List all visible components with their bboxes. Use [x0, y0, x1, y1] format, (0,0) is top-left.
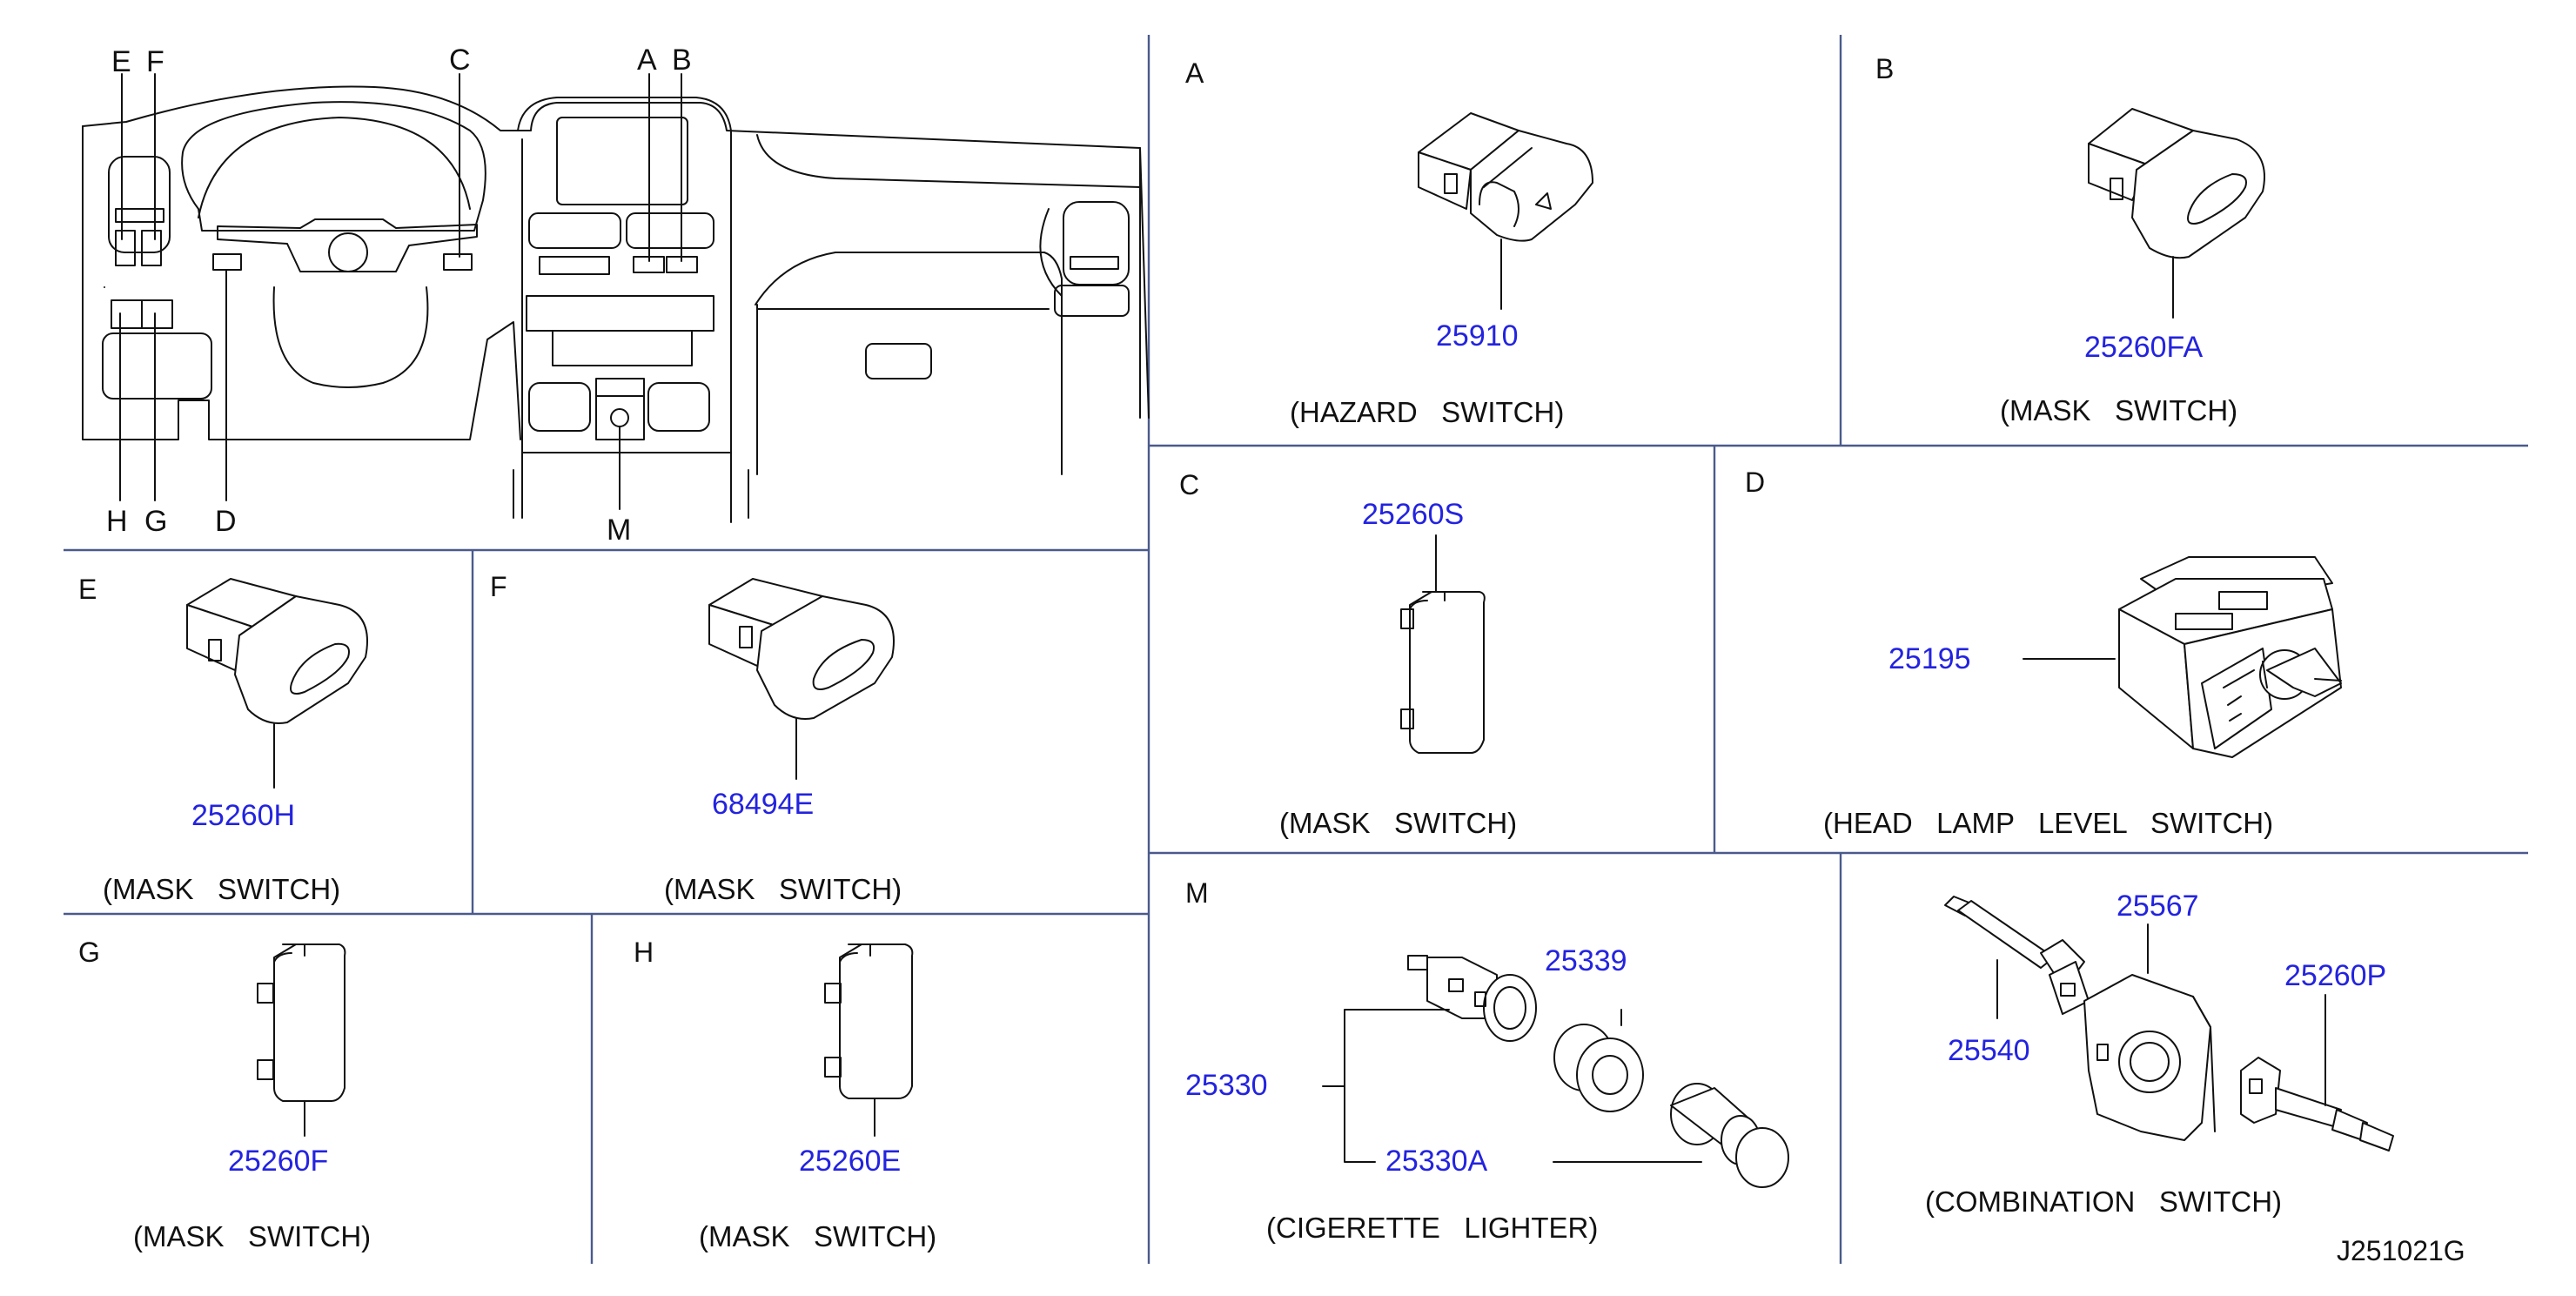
callout-H: H [106, 505, 128, 538]
mask-switch-f-illustration [708, 578, 895, 720]
panel-e-mask-switch: E 25260H (MASK SWITCH) [78, 574, 368, 905]
panel-d-head-lamp-level-switch: D 25195 (HEAD LAMP LEVEL SWITCH) [1745, 467, 2342, 839]
right-vent [1063, 201, 1130, 285]
left-vent [108, 156, 171, 253]
glove-box [865, 343, 932, 379]
caption-d: (HEAD LAMP LEVEL SWITCH) [1823, 807, 2273, 839]
leader-25330 [1344, 1009, 1450, 1163]
part-25339: 25339 [1545, 944, 1627, 977]
panel-letter-d: D [1745, 467, 1765, 498]
diagram-id: J251021G [2337, 1235, 2465, 1266]
panel-letter-c: C [1179, 469, 1199, 500]
switch-body-illustration [2083, 974, 2216, 1141]
panel-letter-a: A [1185, 57, 1204, 89]
part-25195: 25195 [1888, 642, 1971, 675]
panel-g-mask-switch: G 25260F (MASK SWITCH) [78, 937, 371, 1252]
steering-wheel [217, 218, 478, 272]
panel-letter-b: B [1875, 53, 1894, 84]
part-25260FA: 25260FA [2084, 331, 2203, 364]
caption-g: (MASK SWITCH) [133, 1220, 371, 1252]
part-25260E: 25260E [799, 1145, 901, 1178]
part-25330: 25330 [1185, 1069, 1268, 1102]
caption-b: (MASK SWITCH) [2000, 394, 2237, 426]
part-25910: 25910 [1436, 319, 1519, 353]
callout-C: C [449, 44, 471, 77]
lighter-plug-illustration [1670, 1083, 1789, 1188]
panel-m-cigarette-lighter: M 25330 25339 25330A (CIGERETTE LIGHTER) [1185, 877, 1789, 1244]
part-25260P: 25260P [2284, 959, 2386, 992]
dashboard-overview: E F C A B H G D M [82, 44, 1150, 547]
caption-e: (MASK SWITCH) [103, 873, 340, 905]
caption-combination: (COMBINATION SWITCH) [1925, 1185, 2282, 1218]
panel-grid [64, 35, 2528, 1264]
panel-combination-switch: 25567 25260P 25540 (COMBINATION SWITCH) [1925, 890, 2394, 1218]
part-25260S: 25260S [1362, 498, 1464, 531]
part-25260H: 25260H [191, 799, 295, 832]
part-25567: 25567 [2116, 890, 2199, 923]
wiper-lever-illustration [1944, 896, 2090, 1015]
panel-letter-g: G [78, 937, 100, 968]
panel-b-mask-switch: B 25260FA (MASK SWITCH) [1875, 53, 2265, 426]
lighter-socket-illustration [1407, 955, 1537, 1042]
part-25330A: 25330A [1385, 1145, 1488, 1178]
caption-m: (CIGERETTE LIGHTER) [1266, 1212, 1598, 1244]
panel-letter-m: M [1185, 877, 1209, 909]
callout-G: G [144, 505, 167, 538]
hazard-switch-illustration [1418, 112, 1593, 242]
panel-c-mask-switch: C 25260S (MASK SWITCH) [1179, 469, 1517, 839]
caption-a: (HAZARD SWITCH) [1290, 396, 1564, 428]
caption-f: (MASK SWITCH) [664, 873, 902, 905]
mask-switch-e-illustration [186, 578, 368, 724]
callout-E: E [111, 45, 131, 78]
panel-letter-f: F [490, 571, 507, 602]
panel-letter-h: H [634, 937, 654, 968]
mask-switch-b-illustration [2088, 108, 2265, 259]
panel-h-mask-switch: H 25260E (MASK SWITCH) [634, 937, 936, 1252]
caption-c: (MASK SWITCH) [1279, 807, 1517, 839]
callout-A: A [637, 44, 657, 77]
panel-letter-e: E [78, 574, 97, 605]
part-68494E: 68494E [712, 788, 814, 821]
panel-a-hazard-switch: A 25910 (HAZARD SWITCH) [1185, 57, 1593, 428]
light-lever-illustration [2240, 1057, 2394, 1152]
callout-F: F [146, 45, 164, 78]
head-lamp-switch-illustration [2118, 556, 2342, 758]
lighter-ring-illustration [1553, 1024, 1644, 1112]
part-25260F: 25260F [228, 1145, 328, 1178]
center-stack [517, 97, 732, 445]
mask-switch-g-illustration [257, 943, 346, 1102]
panel-f-mask-switch: F 68494E (MASK SWITCH) [490, 571, 902, 905]
callout-B: B [672, 44, 692, 77]
callout-D: D [215, 505, 237, 538]
caption-h: (MASK SWITCH) [699, 1220, 936, 1252]
callout-M: M [607, 514, 631, 547]
mask-switch-c-illustration [1400, 591, 1486, 754]
instrument-cluster [181, 101, 486, 232]
mask-switch-h-illustration [824, 943, 914, 1099]
overview-callouts [119, 73, 682, 510]
part-25540: 25540 [1948, 1034, 2030, 1067]
